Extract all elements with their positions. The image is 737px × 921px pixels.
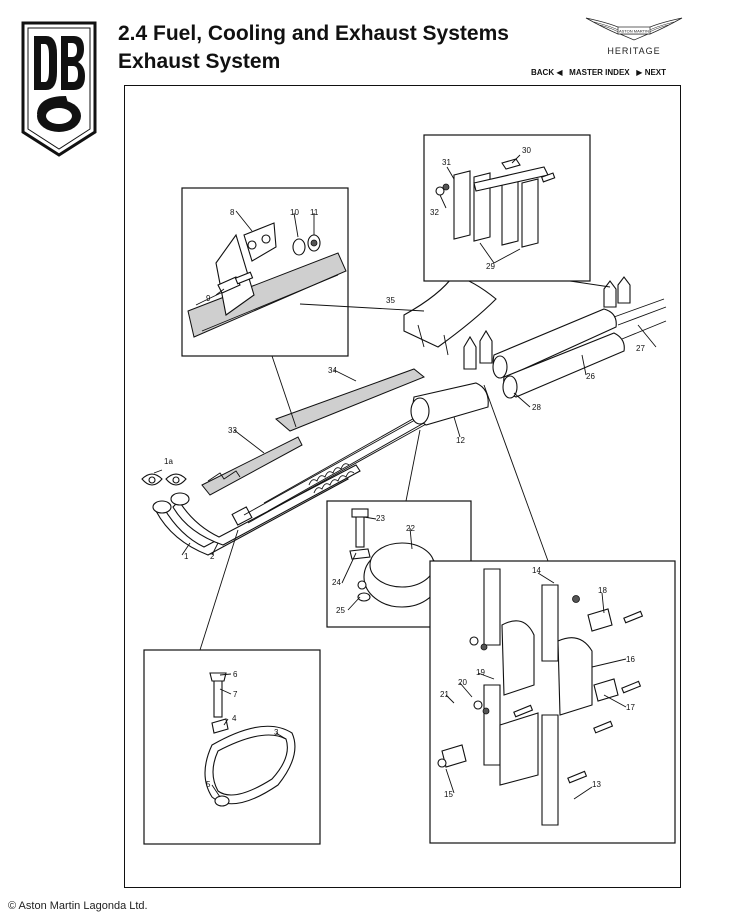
brand-name: ASTON MARTIN	[619, 29, 649, 34]
callout-30: 30	[522, 146, 531, 155]
callout-8: 8	[230, 208, 235, 217]
callout-31: 31	[442, 158, 451, 167]
callout-23: 23	[376, 514, 385, 523]
callout-2: 2	[210, 552, 215, 561]
callout-5: 5	[206, 780, 211, 789]
copyright-footer: © Aston Martin Lagonda Ltd.	[8, 900, 148, 912]
callout-15: 15	[444, 790, 453, 799]
back-link[interactable]: BACK ◀	[531, 68, 563, 77]
callout-20: 20	[458, 678, 467, 687]
flexible-pipe-section	[308, 463, 355, 494]
callout-29: 29	[486, 262, 495, 271]
diagram-frame	[124, 85, 681, 888]
callout-3: 3	[274, 728, 279, 737]
callout-26: 26	[586, 372, 595, 381]
heat-shield-35	[403, 274, 497, 348]
arrow-right-icon: ▶	[636, 68, 643, 77]
callout-33: 33	[228, 426, 237, 435]
navigation-bar: BACK ◀ MASTER INDEX ▶ NEXT	[531, 68, 681, 77]
page-subtitle: Exhaust System	[118, 50, 281, 73]
callout-22: 22	[406, 524, 415, 533]
callout-1a: 1a	[164, 457, 173, 466]
exhaust-system-diagram: 1 1a 2 3 4 5 6 7 8 9 10 11 12 13 14 15 1…	[141, 134, 676, 845]
callout-18: 18	[598, 586, 607, 595]
page-title: 2.4 Fuel, Cooling and Exhaust Systems	[118, 22, 509, 45]
arrow-left-icon: ◀	[556, 68, 563, 77]
next-link[interactable]: ▶ NEXT	[636, 68, 667, 77]
heat-shield-33	[201, 436, 303, 496]
aston-martin-wings-logo: ASTON MARTIN	[585, 17, 683, 41]
heritage-label: HERITAGE	[607, 46, 661, 56]
callout-24: 24	[332, 578, 341, 587]
callout-12: 12	[456, 436, 465, 445]
callout-27: 27	[636, 344, 645, 353]
callout-10: 10	[290, 208, 299, 217]
callout-28: 28	[532, 403, 541, 412]
callout-21: 21	[440, 690, 449, 699]
callout-14: 14	[532, 566, 541, 575]
callout-9: 9	[206, 294, 211, 303]
callout-11: 11	[310, 208, 319, 217]
detail-box-rubber-mountings	[429, 560, 676, 844]
callout-labels: 1 1a 2 3 4 5 6 7 8 9 10 11 12 13 14 15 1…	[164, 146, 645, 799]
detail-box-mounting-bracket	[181, 187, 349, 357]
callout-7: 7	[233, 690, 238, 699]
db6-shield-logo	[21, 21, 97, 157]
exhaust-assembly	[141, 274, 667, 556]
callout-16: 16	[626, 655, 635, 664]
detail-box-rear-hanger	[423, 134, 591, 282]
master-index-link[interactable]: MASTER INDEX	[569, 68, 630, 77]
callout-19: 19	[476, 668, 485, 677]
callout-6: 6	[233, 670, 238, 679]
callout-25: 25	[336, 606, 345, 615]
callout-13: 13	[592, 780, 601, 789]
heat-shield-34	[275, 368, 425, 432]
title-block: 2.4 Fuel, Cooling and Exhaust Systems Ex…	[118, 20, 509, 76]
callout-32: 32	[430, 208, 439, 217]
callout-4: 4	[232, 714, 237, 723]
detail-box-front-clamp	[143, 649, 321, 845]
callout-35: 35	[386, 296, 395, 305]
callout-17: 17	[626, 703, 635, 712]
callout-34: 34	[328, 366, 337, 375]
callout-1: 1	[184, 552, 189, 561]
